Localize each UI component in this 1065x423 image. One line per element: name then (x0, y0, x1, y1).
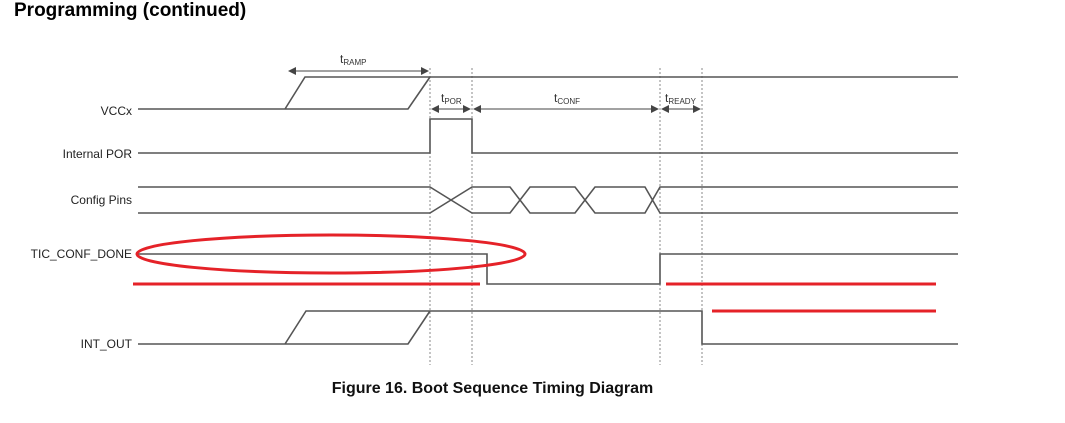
waveform-vccx (138, 76, 958, 110)
signal-label-tic-conf-done: TIC_CONF_DONE (31, 247, 132, 261)
t-ready-label: tREADY (665, 91, 697, 106)
waveform-internal-por (138, 118, 958, 154)
t-ramp-label: tRAMP (340, 52, 366, 67)
signal-label-config-pins: Config Pins (71, 193, 132, 207)
t-conf-label: tCONF (554, 91, 580, 106)
signal-label-int-out: INT_OUT (81, 337, 133, 351)
signal-label-vccx: VCCx (101, 104, 132, 118)
waveform-tic-conf-done (136, 253, 958, 285)
dashed-guides (429, 68, 703, 365)
waveform-int-out (138, 310, 958, 345)
signal-label-internal-por: Internal POR (63, 147, 133, 161)
red-ellipse-annotation (135, 233, 527, 275)
figure-caption: Figure 16. Boot Sequence Timing Diagram (331, 380, 654, 397)
page-title: Programming (continued) (14, 0, 247, 21)
t-por-label: tPOR (441, 91, 462, 106)
waveform-config-pins (138, 186, 958, 214)
